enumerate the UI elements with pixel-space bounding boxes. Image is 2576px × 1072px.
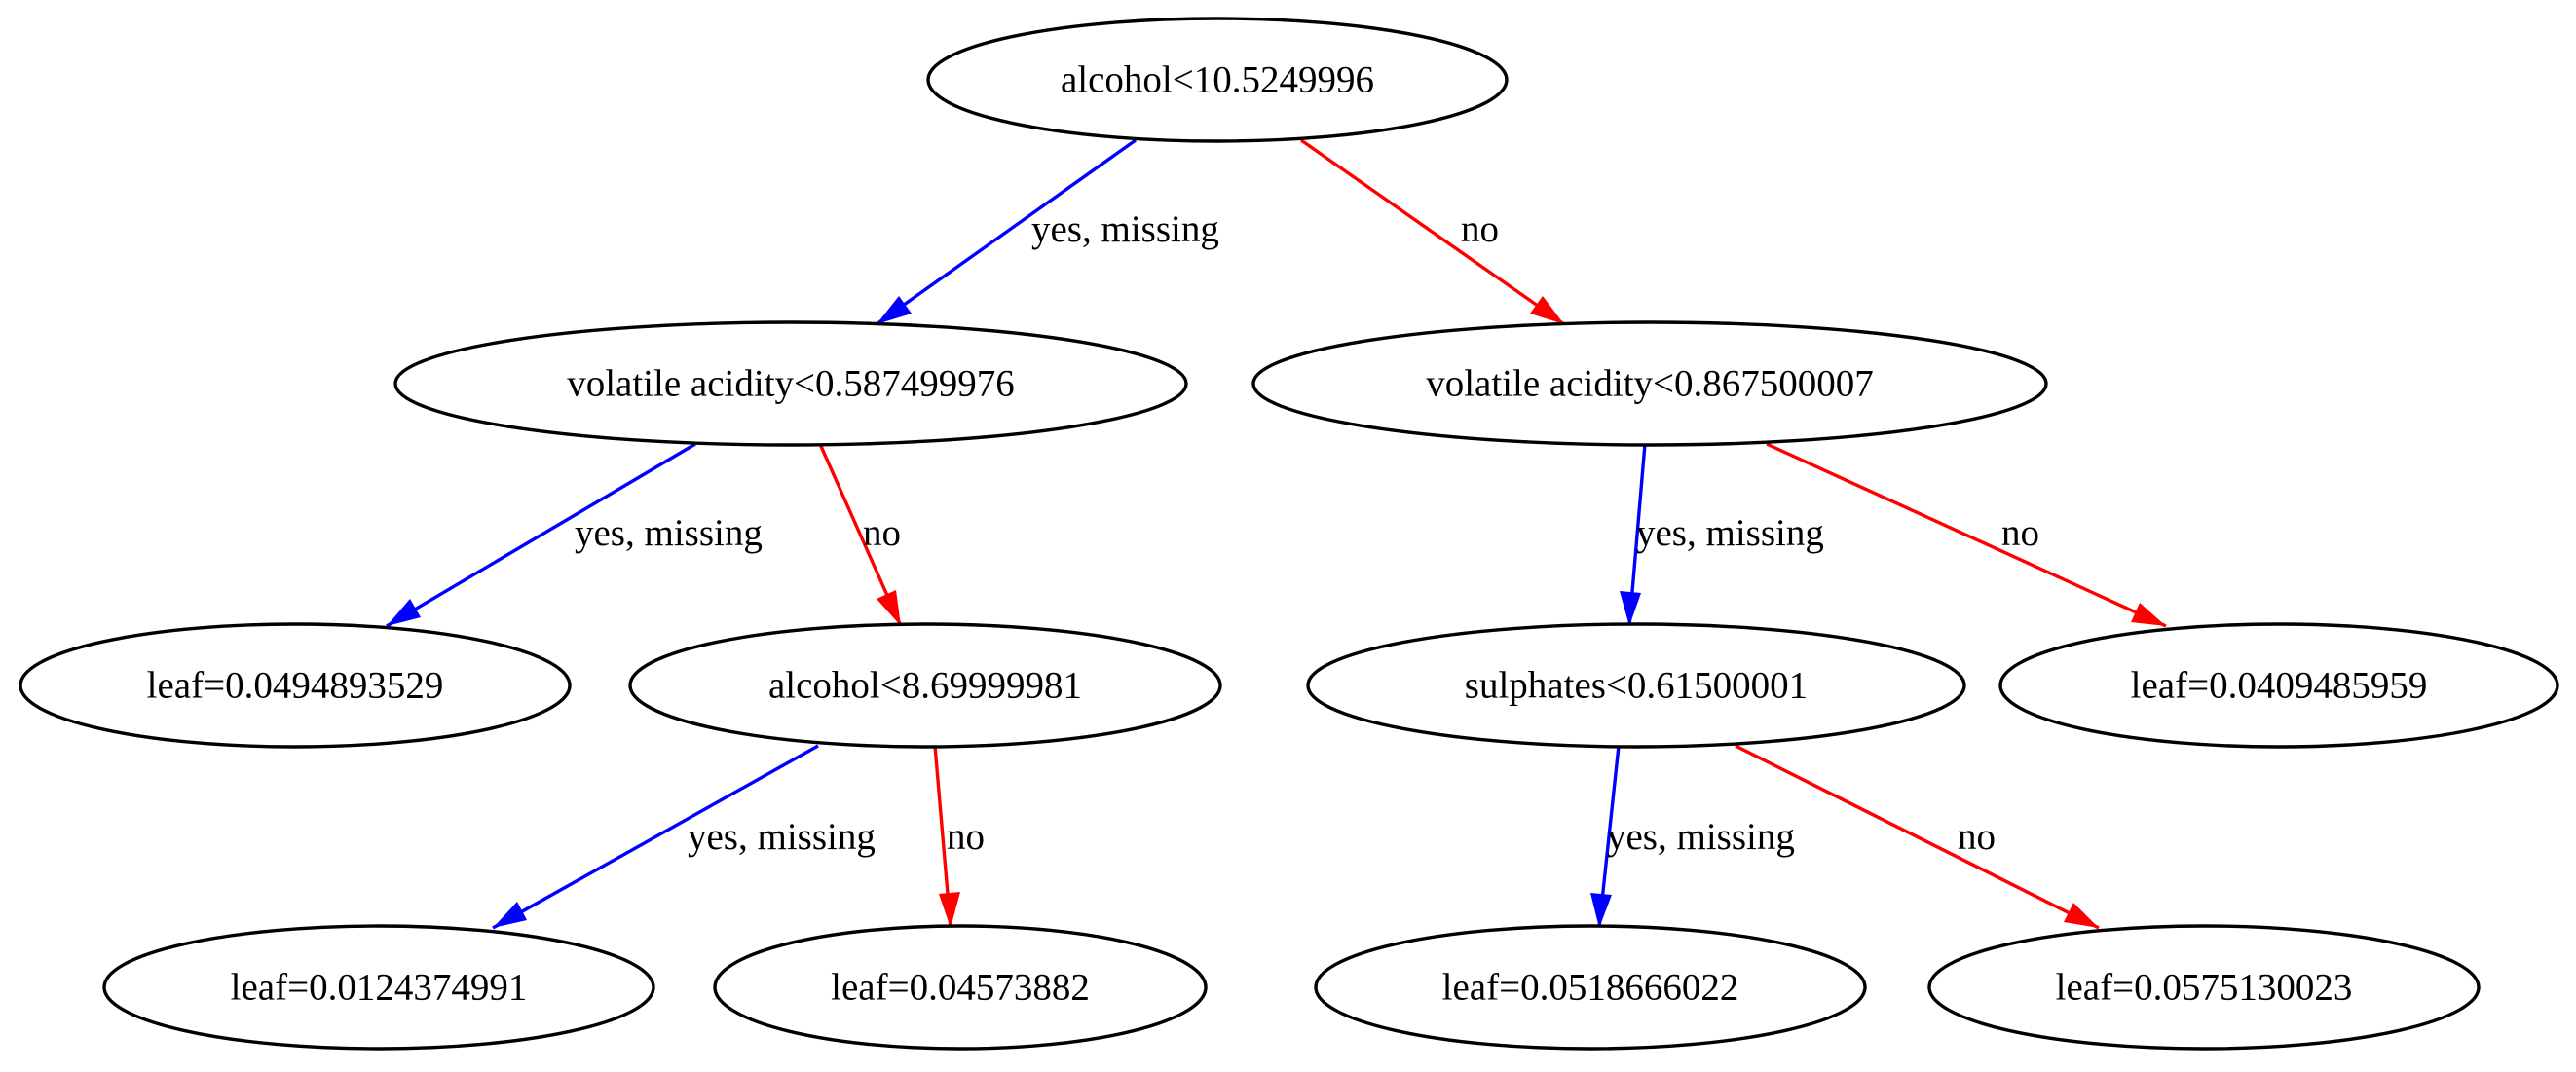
edge-n1-to-n3: yes, missing (386, 442, 763, 628)
node-n5: sulphates<0.61500001 (1306, 622, 1966, 749)
edge-label-n1-n4: no (863, 512, 901, 554)
node-n9-label: leaf=0.0518666022 (1442, 967, 1739, 1009)
node-n8: leaf=0.04573882 (713, 924, 1208, 1051)
node-n10-label: leaf=0.0575130023 (2056, 967, 2353, 1009)
node-n4: alcohol<8.69999981 (628, 622, 1222, 749)
edge-n4-to-n8: no (933, 745, 985, 929)
edge-label-n2-n5: yes, missing (1636, 512, 1824, 554)
node-n1-label: volatile acidity<0.587499976 (567, 363, 1015, 405)
edge-root-to-n1: yes, missing (876, 138, 1219, 326)
node-n7-label: leaf=0.0124374991 (231, 967, 528, 1009)
node-n9: leaf=0.0518666022 (1314, 924, 1867, 1051)
edge-n1-to-n4: no (818, 443, 903, 627)
edge-n2-to-n5: yes, missing (1620, 443, 1824, 627)
edges: yes, missing no yes, missing no yes, mis… (386, 138, 2167, 930)
node-n1: volatile acidity<0.587499976 (393, 320, 1188, 447)
edge-label-n4-n7: yes, missing (688, 816, 876, 858)
node-n6: leaf=0.0409485959 (1998, 622, 2559, 749)
node-n3: leaf=0.0494893529 (19, 622, 572, 749)
edge-label-n2-n6: no (2001, 512, 2039, 554)
edge-n5-to-n10: no (1735, 744, 2100, 930)
edge-label-root-n1: yes, missing (1031, 208, 1219, 250)
edge-n2-to-n6: no (1766, 442, 2167, 628)
node-n3-label: leaf=0.0494893529 (147, 665, 444, 707)
edge-label-root-n2: no (1461, 208, 1499, 250)
node-root-label: alcohol<10.5249996 (1061, 59, 1374, 101)
edge-n5-to-n9: yes, missing (1590, 745, 1795, 929)
node-n6-label: leaf=0.0409485959 (2131, 665, 2428, 707)
node-n8-label: leaf=0.04573882 (831, 967, 1090, 1009)
edge-label-n5-n9: yes, missing (1607, 816, 1795, 858)
node-n2: volatile acidity<0.867500007 (1251, 320, 2048, 447)
edge-label-n5-n10: no (1958, 816, 1996, 858)
node-n4-label: alcohol<8.69999981 (768, 665, 1082, 707)
edge-label-n1-n3: yes, missing (575, 512, 763, 554)
nodes: alcohol<10.5249996 volatile acidity<0.58… (19, 17, 2559, 1051)
node-n10: leaf=0.0575130023 (1927, 924, 2481, 1051)
edge-root-to-n2: no (1300, 138, 1565, 326)
edge-label-n4-n8: no (947, 816, 985, 858)
edge-n4-to-n7: yes, missing (492, 744, 876, 930)
node-n5-label: sulphates<0.61500001 (1465, 665, 1808, 707)
node-n7: leaf=0.0124374991 (102, 924, 655, 1051)
node-root: alcohol<10.5249996 (926, 17, 1509, 143)
node-n2-label: volatile acidity<0.867500007 (1426, 363, 1874, 405)
